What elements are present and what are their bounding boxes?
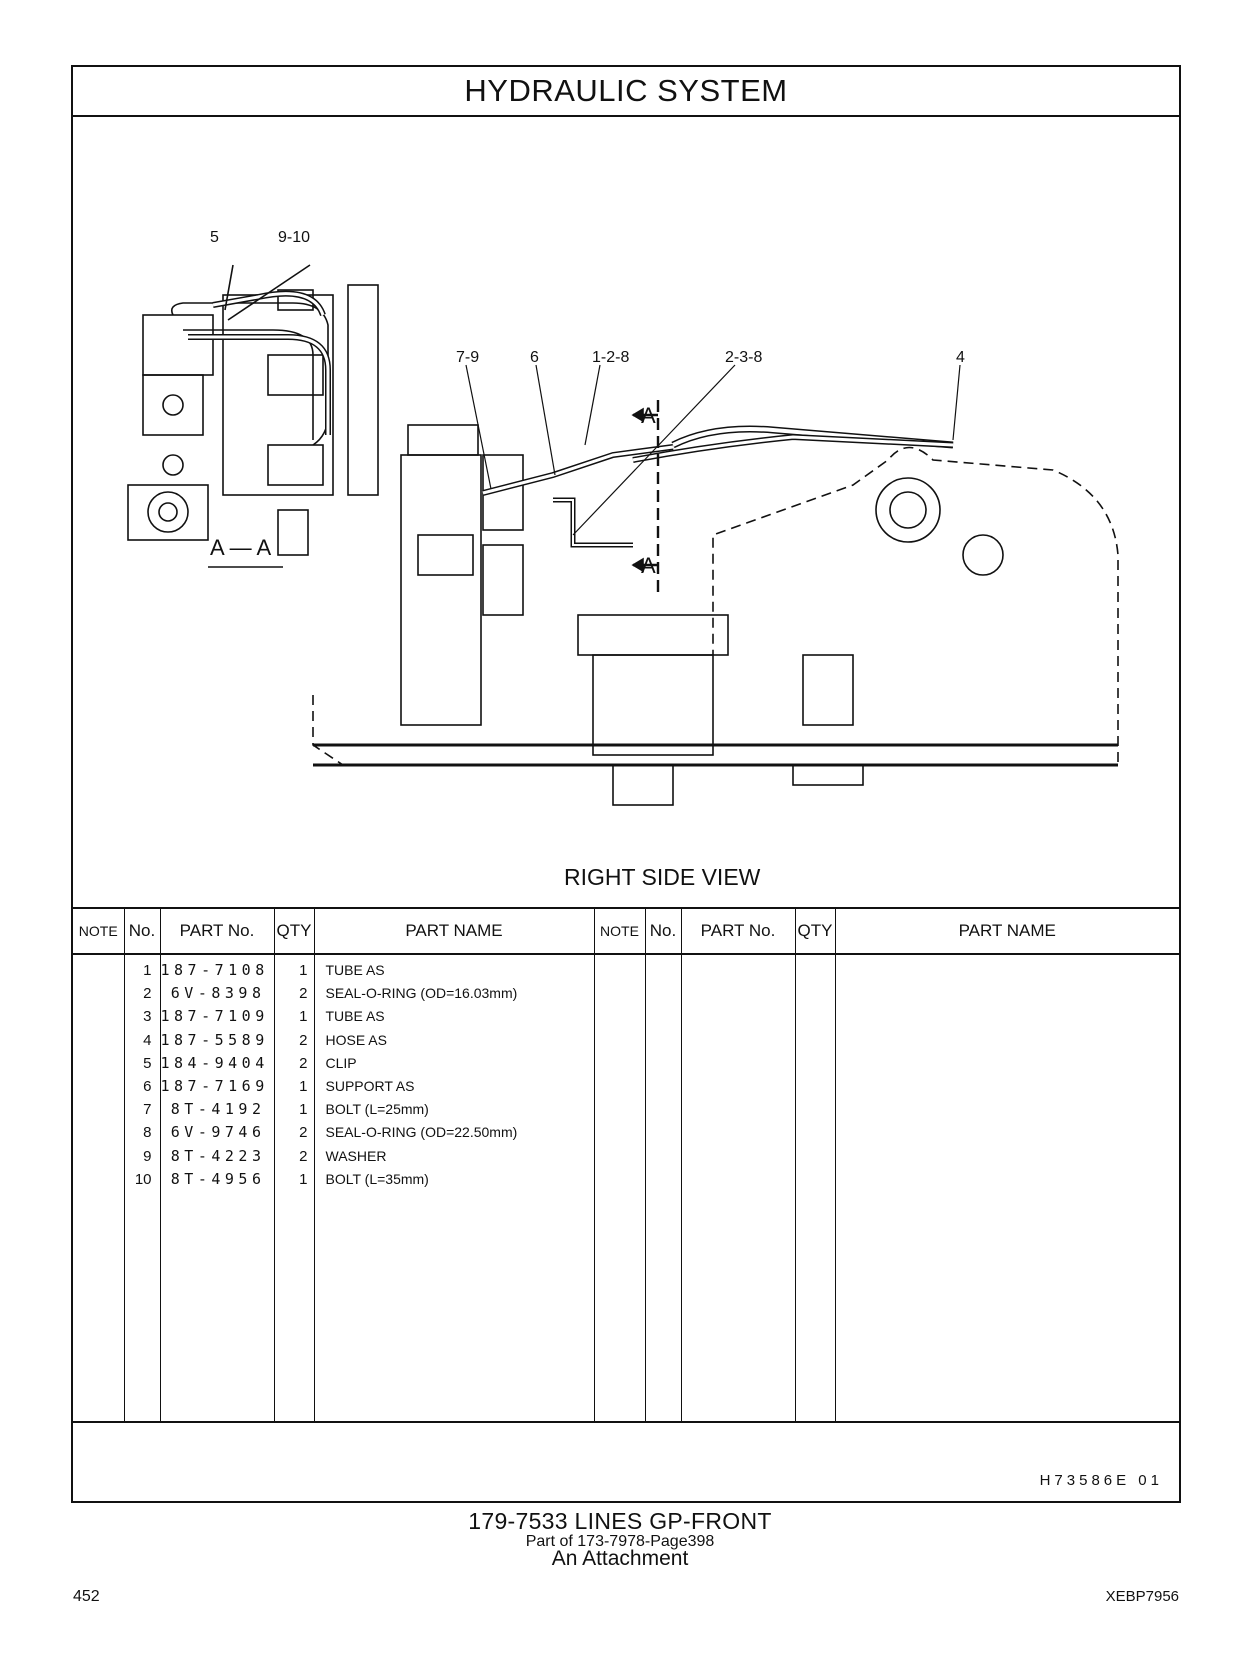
- header-qty-2: QTY: [795, 909, 836, 955]
- header-part-no-2: PART No.: [681, 909, 796, 955]
- row-no: 9: [143, 1147, 152, 1165]
- section-marker-bottom: A: [641, 553, 656, 578]
- row-part-name: HOSE AS: [325, 1031, 387, 1048]
- row-part-no: 187-7169: [160, 1076, 269, 1095]
- page-frame: HYDRAULIC SYSTEM: [71, 65, 1181, 1503]
- row-qty: 1: [299, 962, 308, 979]
- section-marker-top: A: [641, 403, 656, 428]
- row-part-name: CLIP: [325, 1054, 357, 1071]
- row-part-no: 187-5589: [160, 1030, 269, 1049]
- diagram-drawing: 5 9-10 7-9 6 1-2-8 2-3-8 4 A A A — A RIG…: [127, 229, 1119, 890]
- section-view-a-a: [127, 264, 379, 568]
- row-part-name: BOLT (L=35mm): [325, 1170, 429, 1187]
- row-qty: 2: [299, 1031, 308, 1049]
- row-no: 6: [143, 1077, 152, 1095]
- parts-list: NOTE No. PART No. QTY PART NAME NOTE No.…: [73, 907, 1179, 1423]
- row-part-name: SEAL-O-RING (OD=16.03mm): [325, 985, 518, 1002]
- table-header-row: NOTE No. PART No. QTY PART NAME NOTE No.…: [73, 909, 1179, 955]
- row-qty: 1: [299, 1077, 308, 1095]
- callout-4: 4: [956, 349, 965, 366]
- row-part-name: SEAL-O-RING (OD=22.50mm): [325, 1124, 518, 1141]
- qty-column-2: [795, 954, 836, 1421]
- row-part-no: 6V-9746: [170, 1123, 266, 1142]
- part-no-column: 187-7108 6V-8398 187-7109 187-5589 184-9…: [160, 954, 275, 1421]
- row-part-name: WASHER: [325, 1147, 387, 1164]
- row-qty: 1: [299, 1008, 308, 1026]
- row-part-name: TUBE AS: [325, 1008, 385, 1025]
- row-qty: 2: [299, 1054, 308, 1072]
- header-no-2: No.: [645, 909, 682, 955]
- row-no: 8: [143, 1124, 152, 1142]
- header-part-name: PART NAME: [314, 909, 595, 955]
- view-label: RIGHT SIDE VIEW: [564, 864, 761, 890]
- document-id: XEBP7956: [1105, 1588, 1179, 1605]
- row-part-name: TUBE AS: [325, 962, 385, 978]
- row-part-no: 8T-4192: [170, 1100, 266, 1119]
- row-part-no: 6V-8398: [170, 984, 266, 1003]
- callout-6: 6: [530, 349, 539, 366]
- note-column-2: [594, 954, 646, 1421]
- header-part-no: PART No.: [160, 909, 275, 955]
- callout-5: 5: [210, 229, 219, 246]
- row-no: 5: [143, 1054, 152, 1072]
- section-view-label: A — A: [210, 535, 271, 560]
- parts-table: NOTE No. PART No. QTY PART NAME NOTE No.…: [73, 909, 1179, 1421]
- part-name-column: TUBE AS SEAL-O-RING (OD=16.03mm) TUBE AS…: [314, 954, 595, 1421]
- row-part-no: 187-7108: [160, 961, 269, 979]
- no-column: 1 2 3 4 5 6 7 8 9 10: [124, 954, 161, 1421]
- callout-2-3-8: 2-3-8: [725, 349, 762, 366]
- no-column-2: [645, 954, 682, 1421]
- right-side-view: [312, 364, 1119, 806]
- row-qty: 1: [299, 1170, 308, 1188]
- row-no: 1: [143, 962, 152, 979]
- note-column: [73, 954, 125, 1421]
- row-no: 10: [134, 1170, 152, 1188]
- callout-9-10: 9-10: [278, 229, 310, 246]
- row-no: 3: [143, 1008, 152, 1026]
- row-part-no: 8T-4956: [170, 1169, 266, 1188]
- row-part-no: 184-9404: [160, 1053, 269, 1072]
- row-qty: 2: [299, 1124, 308, 1142]
- row-part-no: 8T-4223: [170, 1146, 266, 1165]
- header-note: NOTE: [73, 909, 125, 955]
- part-name-column-2: [835, 954, 1179, 1421]
- callout-1-2-8: 1-2-8: [592, 349, 629, 366]
- group-title: 179-7533 LINES GP-FRONT: [468, 1508, 772, 1534]
- header-note-2: NOTE: [594, 909, 646, 955]
- page-number: 452: [73, 1588, 100, 1605]
- part-of-reference: Part of 173-7978-Page398: [525, 1533, 715, 1550]
- row-part-name: SUPPORT AS: [325, 1077, 415, 1094]
- header-no: No.: [124, 909, 161, 955]
- row-qty: 2: [299, 985, 308, 1003]
- row-no: 4: [143, 1031, 152, 1049]
- table-body: 1 2 3 4 5 6 7 8 9 10: [73, 954, 1179, 1421]
- parts-diagram: 5 9-10 7-9 6 1-2-8 2-3-8 4 A A A — A RIG…: [73, 115, 1179, 915]
- row-qty: 1: [299, 1101, 308, 1119]
- row-part-name: BOLT (L=25mm): [325, 1101, 429, 1118]
- row-no: 7: [143, 1101, 152, 1119]
- callout-7-9: 7-9: [456, 349, 479, 366]
- drawing-code: H73586E 01: [1039, 1472, 1163, 1489]
- row-part-no: 187-7109: [160, 1007, 269, 1026]
- attachment-label: An Attachment: [551, 1547, 689, 1570]
- qty-column: 1 2 1 2 2 1 1 2 2 1: [274, 954, 315, 1421]
- page-title: HYDRAULIC SYSTEM: [464, 73, 788, 108]
- part-no-column-2: [681, 954, 796, 1421]
- row-no: 2: [143, 985, 152, 1003]
- header-qty: QTY: [274, 909, 315, 955]
- title-bar: HYDRAULIC SYSTEM: [73, 67, 1179, 117]
- row-qty: 2: [299, 1147, 308, 1165]
- header-part-name-2: PART NAME: [835, 909, 1179, 955]
